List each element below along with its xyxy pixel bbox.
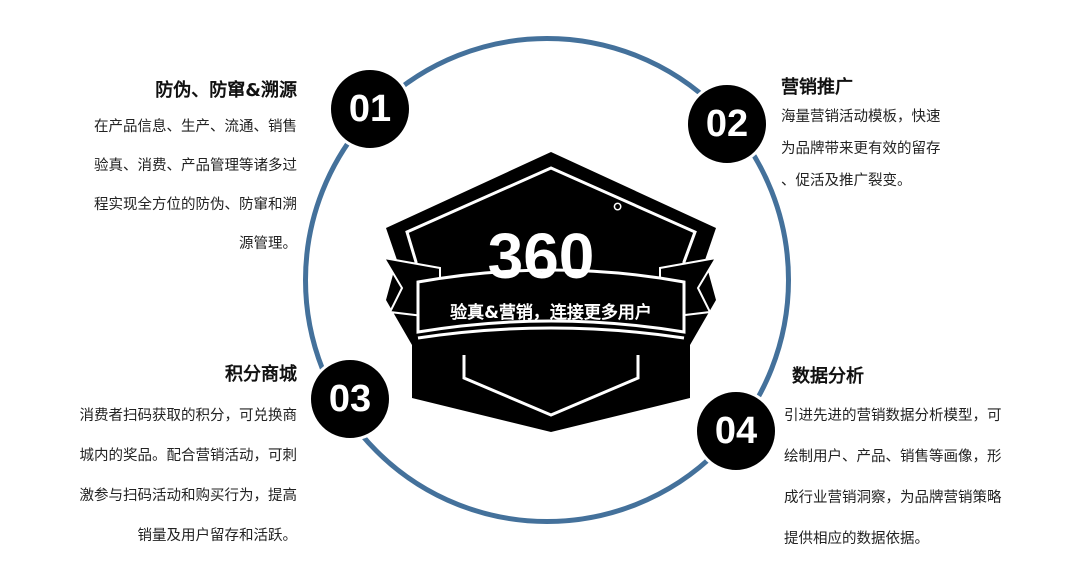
item-04-line: 成行业营销洞察，为品牌营销策略 bbox=[784, 490, 1002, 506]
badge-04: 04 bbox=[694, 389, 778, 473]
item-02-line: 、促活及推广裂变。 bbox=[781, 173, 912, 189]
item-03-line: 城内的奖品。配合营销活动，可刺 bbox=[79, 448, 298, 464]
item-04-line: 绘制用户、产品、销售等画像，形 bbox=[784, 449, 1002, 465]
item-02-line: 海量营销活动模板，快速 bbox=[781, 109, 941, 125]
badge-03: 03 bbox=[308, 357, 392, 441]
item-01-title: 防伪、防窜&溯源 bbox=[155, 80, 297, 101]
item-02-block: 营销推广 海量营销活动模板，快速 为品牌带来更有效的留存 、促活及推广裂变。 bbox=[781, 73, 941, 197]
degree-symbol: ° bbox=[612, 197, 623, 228]
badge-01: 01 bbox=[328, 67, 412, 151]
item-03-title: 积分商城 bbox=[225, 364, 297, 385]
item-04-title: 数据分析 bbox=[792, 366, 864, 387]
item-04-line: 引进先进的营销数据分析模型，可 bbox=[784, 408, 1002, 424]
item-02-line: 为品牌带来更有效的留存 bbox=[781, 141, 941, 157]
badge-02: 02 bbox=[685, 82, 769, 166]
item-01-line: 源管理。 bbox=[239, 236, 297, 252]
item-01-line: 在产品信息、生产、流通、销售 bbox=[94, 119, 297, 135]
item-01-line: 验真、消费、产品管理等诸多过 bbox=[94, 158, 297, 174]
item-01-line: 程实现全方位的防伪、防窜和溯 bbox=[94, 197, 297, 213]
item-02-title: 营销推广 bbox=[781, 77, 853, 98]
item-03-line: 激参与扫码活动和购买行为，提高 bbox=[79, 488, 298, 504]
center-360-label: 360 bbox=[488, 220, 595, 292]
item-04-block: 数据分析 引进先进的营销数据分析模型，可 绘制用户、产品、销售等画像，形 成行业… bbox=[784, 362, 1002, 560]
item-01-block: 防伪、防窜&溯源 在产品信息、生产、流通、销售 验真、消费、产品管理等诸多过 程… bbox=[94, 76, 297, 264]
item-04-line: 提供相应的数据依据。 bbox=[784, 531, 929, 547]
ribbon-text: 验真&营销，连接更多用户 bbox=[450, 302, 652, 323]
item-03-block: 积分商城 消费者扫码获取的积分，可兑换商 城内的奖品。配合营销活动，可刺 激参与… bbox=[80, 360, 298, 556]
item-03-line: 消费者扫码获取的积分，可兑换商 bbox=[79, 408, 298, 424]
item-03-line: 销量及用户留存和活跃。 bbox=[137, 528, 298, 544]
cycle-ring bbox=[303, 36, 791, 524]
